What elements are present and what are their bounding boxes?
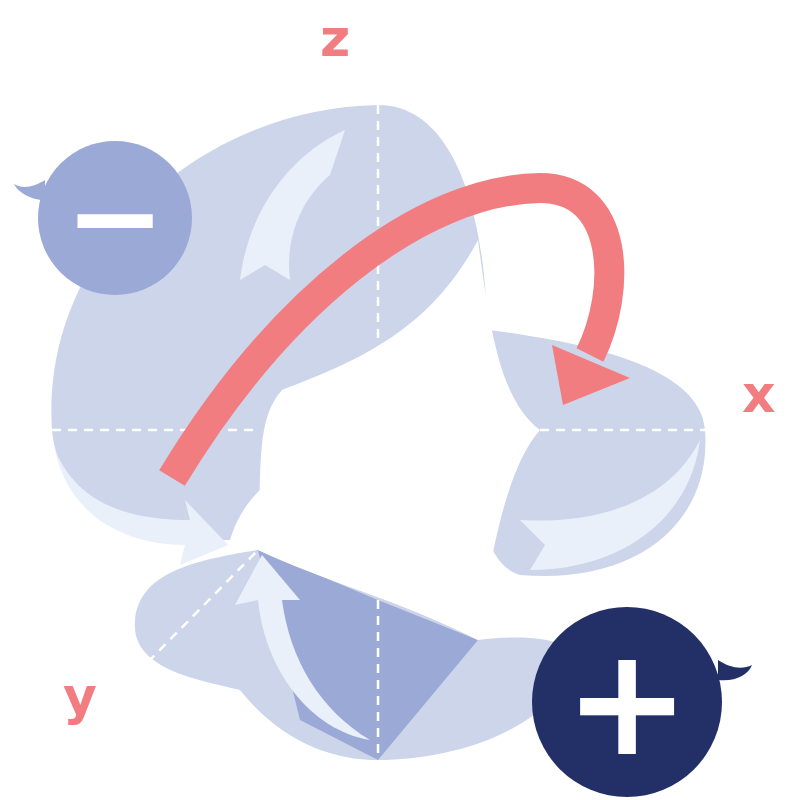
bubble-tail — [718, 660, 752, 680]
plus-bubble: + — [532, 607, 722, 797]
axis-label: z — [320, 12, 350, 64]
red-rotation-arrow — [172, 188, 630, 478]
sign-symbol: + — [564, 627, 690, 777]
minus-bubble: − — [38, 141, 192, 295]
axis-label: y — [63, 670, 97, 722]
sign-symbol: − — [65, 158, 166, 278]
axis-label: x — [742, 368, 776, 420]
